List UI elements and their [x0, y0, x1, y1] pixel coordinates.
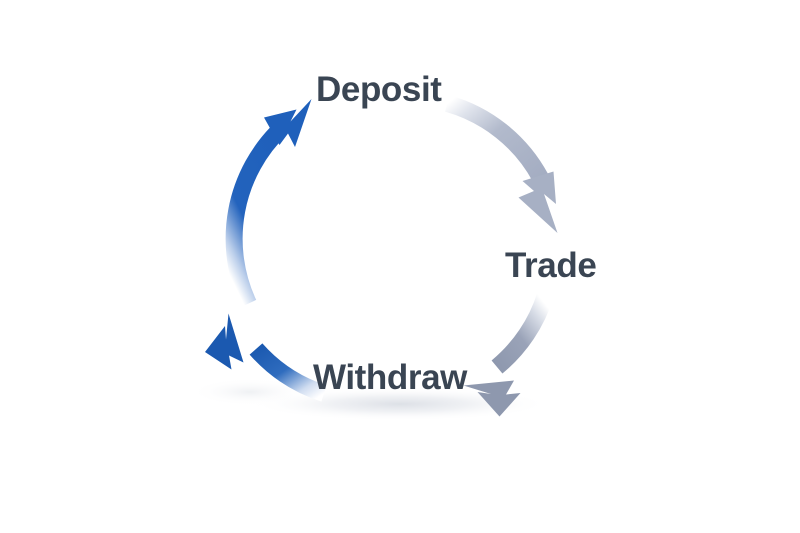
bottom-shadow: [250, 387, 550, 421]
arrow-trade-to-withdraw: [463, 292, 554, 417]
left-shadow: [190, 378, 310, 406]
step-label-withdraw: Withdraw: [313, 358, 467, 397]
arrow-deposit-to-trade: [444, 95, 558, 233]
arrow-left-to-deposit: [225, 99, 312, 308]
step-label-deposit: Deposit: [316, 70, 442, 109]
step-label-trade: Trade: [505, 246, 597, 285]
arrow-withdraw-to-left: [205, 313, 327, 402]
